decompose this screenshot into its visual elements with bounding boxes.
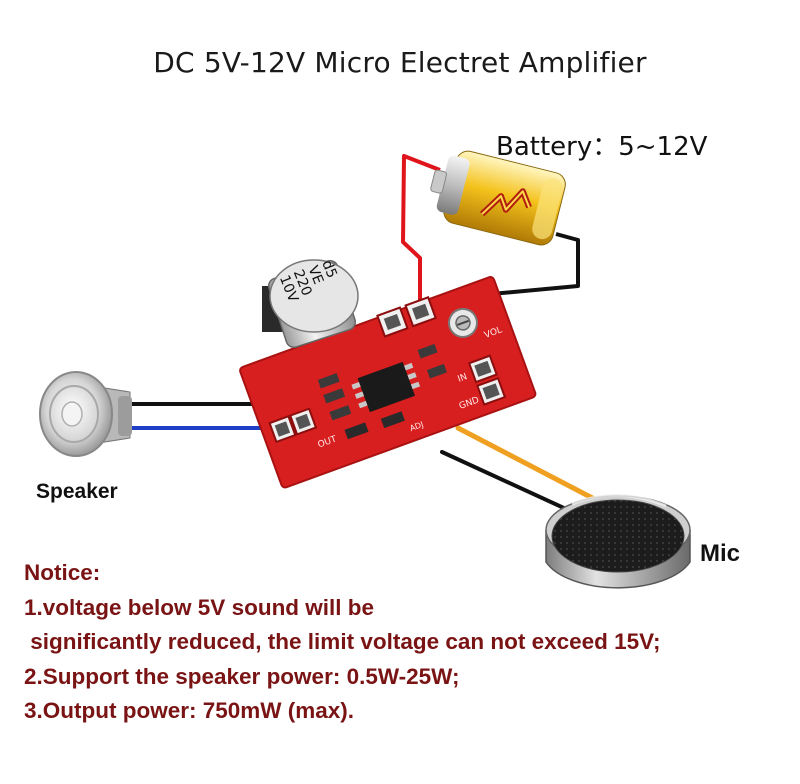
red-wire: [401, 154, 441, 320]
battery-label: Battery：5~12V: [496, 132, 708, 162]
notice-line-1: 1.voltage below 5V sound will be: [24, 594, 375, 620]
capacitor-icon: d5 VE 220 10V: [262, 258, 359, 349]
speaker-icon: [39, 371, 132, 457]
mic-orange-wire: [455, 425, 603, 505]
notice-block: Notice: 1.voltage below 5V sound will be…: [24, 556, 794, 729]
board-in-label: IN: [457, 372, 469, 385]
mic-label: Mic: [700, 540, 741, 567]
capacitor-text-1: d5: [318, 258, 340, 280]
mic-icon: [545, 494, 691, 589]
notice-line-3: 2.Support the speaker power: 0.5W-25W;: [24, 663, 460, 689]
notice-heading: Notice:: [24, 560, 101, 585]
battery-icon: [430, 150, 566, 246]
page-title: DC 5V-12V Micro Electret Amplifier: [153, 46, 647, 79]
capacitor-text-2: VE: [304, 264, 326, 287]
amplifier-board: OUT VOL IN GND ADJ: [239, 276, 537, 489]
board-adj-label: ADJ: [409, 420, 425, 433]
speaker-label: Speaker: [36, 480, 118, 503]
notice-line-2: significantly reduced, the limit voltage…: [24, 629, 661, 654]
notice-line-4: 3.Output power: 750mW (max).: [24, 698, 355, 723]
